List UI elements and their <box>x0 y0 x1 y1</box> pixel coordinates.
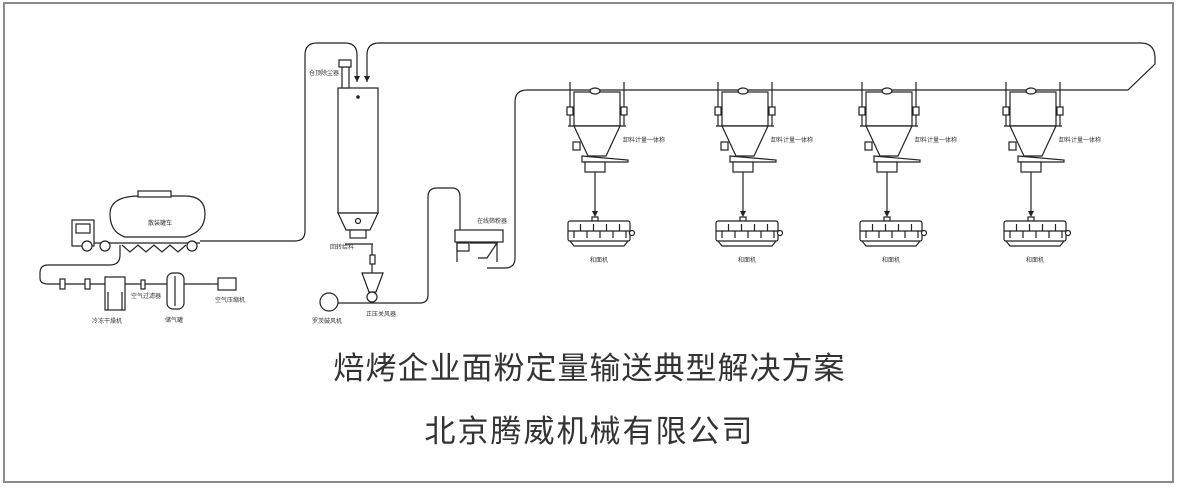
silo <box>337 59 379 239</box>
rotary-valve <box>361 272 384 293</box>
pipe-air-supply <box>39 245 210 285</box>
label-air-tank: 储气罐 <box>165 316 183 324</box>
label-rotary-valve: 正压关风器 <box>366 310 396 318</box>
diagram-title: 焙烤企业面粉定量输送典型解决方案 <box>333 351 846 387</box>
freeze-dryer <box>104 276 126 311</box>
connector <box>369 254 376 265</box>
label-silo-dust-collector: 仓顶除尘器 <box>309 69 339 77</box>
label-freeze-dryer: 冷冻干燥机 <box>92 317 122 325</box>
pipe-truck-to-silo <box>200 42 358 242</box>
label-weigh-unit: 卸料计量一体称 <box>915 136 957 144</box>
air-compressor <box>217 277 237 291</box>
arrow-down-icon <box>364 76 370 82</box>
arrow-down-icon <box>354 76 360 82</box>
label-mixer: 和面机 <box>738 256 756 264</box>
roots-blower <box>319 292 339 312</box>
company-name: 北京腾威机械有限公司 <box>424 414 755 450</box>
label-roots-blower: 罗茨鼓风机 <box>312 317 342 325</box>
label-weigh-unit: 卸料计量一体称 <box>1059 136 1101 144</box>
label-bulk-tanker: 散装罐车 <box>148 219 172 227</box>
label-mixer: 和面机 <box>882 256 900 264</box>
label-mixer: 和面机 <box>590 256 608 264</box>
label-mixer: 和面机 <box>1026 256 1044 264</box>
valve-icon <box>59 278 66 290</box>
valve-icon <box>84 278 91 290</box>
label-online-sifter: 在线筛粉器 <box>477 217 507 225</box>
air-filter <box>140 279 146 290</box>
online-sifter <box>454 229 504 262</box>
label-air-filter: 空气过滤器 <box>131 292 161 300</box>
label-air-compressor: 空气压缩机 <box>215 296 245 304</box>
label-weigh-unit: 卸料计量一体称 <box>623 136 665 144</box>
pipe-return-loop <box>366 42 1156 269</box>
label-weigh-unit: 卸料计量一体称 <box>771 136 813 144</box>
bulk-tanker-truck <box>71 190 206 253</box>
label-rotary-feeder: 回转给料 <box>330 243 354 251</box>
